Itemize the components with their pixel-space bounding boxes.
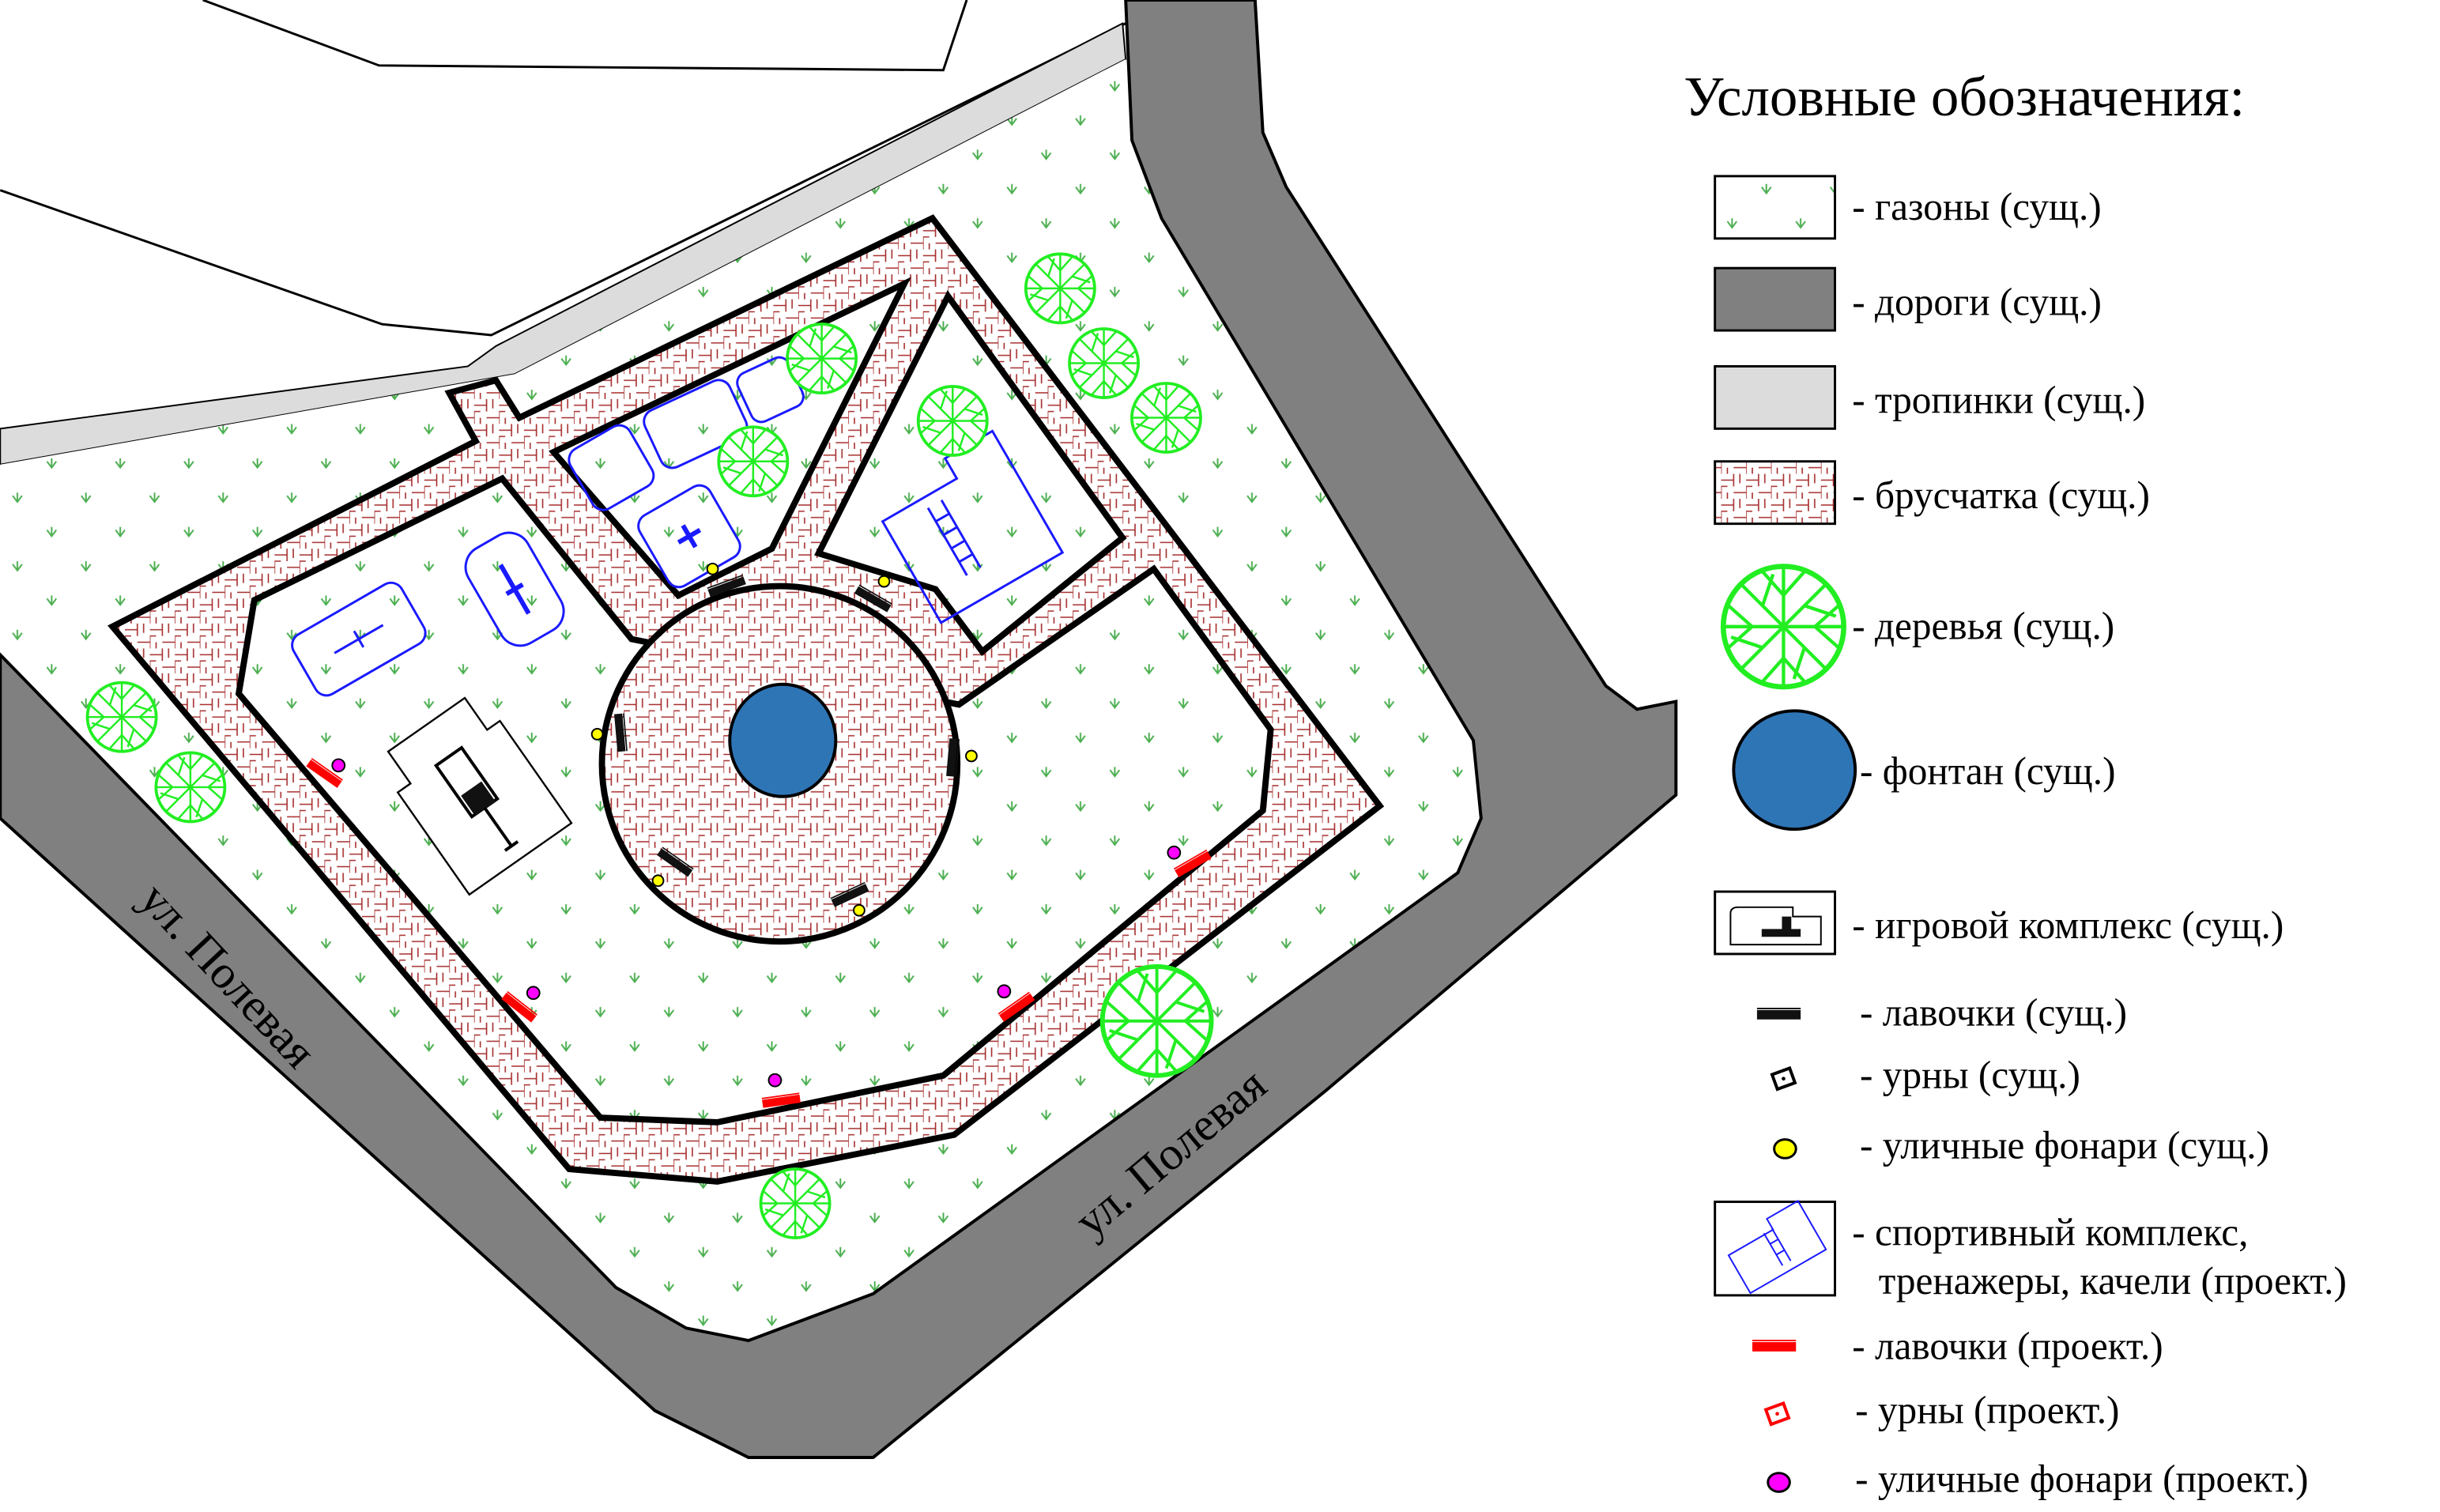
legend-playground-icon (1714, 890, 1836, 956)
legend-title: Условные обозначения: (1684, 66, 2245, 128)
new-lamps (331, 758, 1182, 1088)
new-lamp-icon (997, 984, 1012, 999)
legend-fountain-icon (1732, 709, 1857, 831)
tree-icon (1103, 967, 1212, 1076)
legend-label: - деревья (сущ.) (1852, 605, 2114, 648)
building-outline (202, 0, 968, 72)
new-lamp-icon (767, 1073, 783, 1088)
lamp-icon (853, 903, 866, 917)
existing-lamps (590, 562, 978, 917)
tree-icon (717, 425, 790, 498)
legend-label: - игровой комплекс (сущ.) (1852, 903, 2283, 947)
new-lamp-icon (526, 986, 541, 1001)
lamp-icon (965, 749, 978, 763)
legend-path-swatch (1714, 364, 1836, 430)
lamp-icon (706, 562, 719, 575)
footpath (0, 22, 1127, 466)
legend-label: тренажеры, качели (проект.) (1879, 1259, 2347, 1303)
legend-label: - уличные фонари (проект.) (1855, 1457, 2308, 1500)
legend-sport-icon (1714, 1200, 1836, 1297)
legend-label: - лавочки (проект.) (1852, 1325, 2163, 1368)
legend-tree-icon (1723, 567, 1843, 687)
tree-icon (786, 322, 858, 395)
lamp-icon (877, 575, 891, 588)
legend-label: - брусчатка (сущ.) (1852, 473, 2150, 517)
legend-label: - уличные фонари (сущ.) (1860, 1123, 2269, 1167)
legend-new-bench-icon (1752, 1340, 1797, 1352)
lamp-icon (651, 874, 665, 888)
new-lamp-icon (331, 758, 346, 773)
tree-icon (1068, 327, 1141, 399)
tree-icon (154, 751, 227, 824)
legend-label: - лавочки (сущ.) (1860, 991, 2127, 1035)
legend-label: - спортивный комплекс, (1852, 1211, 2248, 1254)
tree-icon (1024, 252, 1096, 325)
legend-lamp-icon (1773, 1138, 1797, 1159)
legend-label: - урны (сущ.) (1860, 1054, 2080, 1097)
building-outline (0, 22, 1126, 337)
legend-label: - урны (проект.) (1855, 1389, 2119, 1432)
playground-complex (387, 696, 573, 896)
legend-label: - газоны (сущ.) (1852, 185, 2102, 228)
legend-bin-icon (1770, 1065, 1797, 1092)
legend-paving-swatch (1714, 460, 1836, 526)
legend-new-bin-icon (1763, 1401, 1791, 1427)
legend-label: - фонтан (сущ.) (1860, 749, 2115, 793)
fountain (728, 682, 838, 798)
sport-equipment (291, 356, 1065, 697)
new-lamp-icon (1167, 845, 1182, 860)
tree-icon (916, 385, 989, 457)
lamp-icon (590, 728, 604, 741)
road (0, 0, 1678, 1459)
legend-road-swatch (1714, 266, 1836, 332)
legend-label: - дороги (сущ.) (1852, 280, 2102, 323)
legend-label: - тропинки (сущ.) (1852, 379, 2145, 422)
legend-new-lamp-icon (1767, 1472, 1791, 1493)
tree-icon (85, 681, 158, 753)
tree-icon (759, 1167, 832, 1239)
tree-icon (1130, 382, 1202, 454)
legend-lawn-swatch (1714, 175, 1836, 240)
legend: Условные обозначения: - газоны (сущ.) - … (1684, 66, 2347, 1500)
legend-bench-icon (1756, 1008, 1802, 1020)
